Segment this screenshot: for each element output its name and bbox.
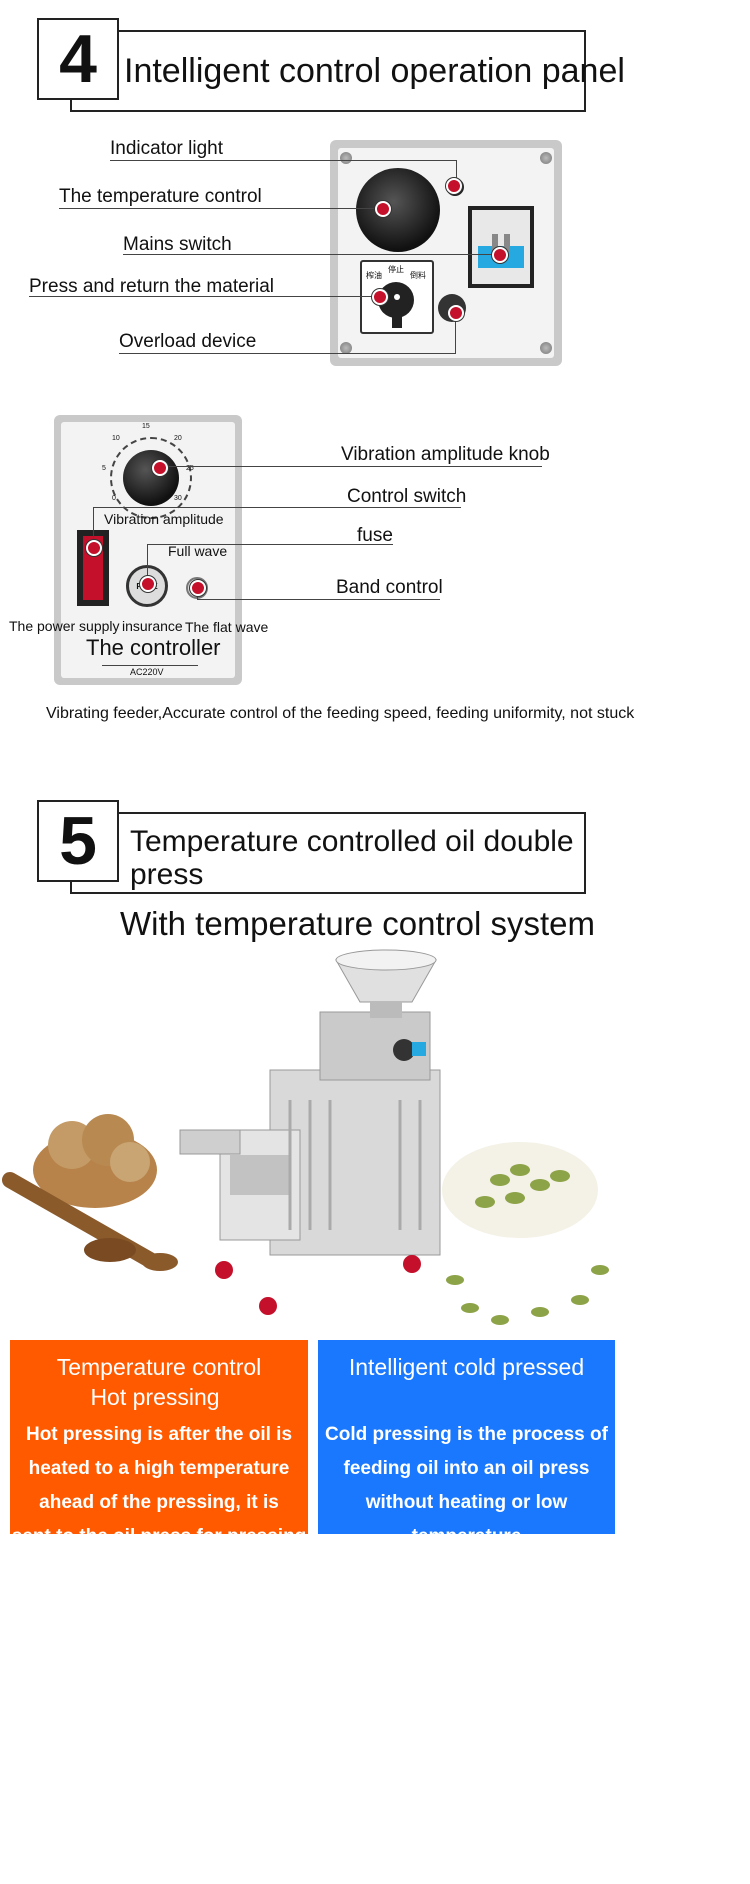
oil-press-machine-image xyxy=(2,949,609,1325)
power-supply-text: The power supply xyxy=(9,618,120,634)
dial-tick-15: 15 xyxy=(142,423,150,430)
dial-tick-25: 25 xyxy=(186,465,194,472)
controller-title: The controller xyxy=(86,635,221,660)
band-marker-icon xyxy=(190,580,206,596)
section-5-title-frame xyxy=(70,812,586,894)
hot-pressing-box: Temperature control Hot pressing Hot pre… xyxy=(10,1340,308,1547)
leader-line xyxy=(93,507,94,543)
hot-box-line: heated to a high temperature xyxy=(28,1458,290,1479)
label-mains-switch: Mains switch xyxy=(123,234,232,255)
feeder-caption: Vibrating feeder,Accurate control of the… xyxy=(46,705,635,722)
control-switch-marker-icon xyxy=(86,540,102,556)
label-vibration-knob: Vibration amplitude knob xyxy=(341,444,550,465)
dial-tick-10: 10 xyxy=(112,435,120,442)
full-wave-text: Full wave xyxy=(168,543,228,559)
temperature-marker-icon xyxy=(375,201,391,217)
cold-box-title: Intelligent cold pressed xyxy=(348,1354,585,1380)
section-4-title-frame xyxy=(70,30,586,112)
cold-box-line: without heating or low temperature xyxy=(365,1492,568,1547)
press-return-switch[interactable]: 榨油 停止 倒料 xyxy=(360,260,434,334)
leader-line xyxy=(158,466,542,467)
screw-icon xyxy=(340,152,352,164)
fuse-marker-icon xyxy=(140,576,156,592)
leader-line xyxy=(147,544,148,578)
control-panel-1: 榨油 停止 倒料 xyxy=(330,140,562,366)
section-4-number: 4 xyxy=(37,18,119,100)
screw-icon xyxy=(540,342,552,354)
product-illustration xyxy=(0,940,630,1340)
dial-tick-5: 5 xyxy=(102,465,106,472)
label-press-return: Press and return the material xyxy=(29,276,275,297)
temperature-knob[interactable] xyxy=(356,168,440,252)
dial-tick-0: 0 xyxy=(112,495,116,502)
leader-line xyxy=(123,254,499,255)
overload-marker-icon xyxy=(448,305,464,321)
label-indicator-light: Indicator light xyxy=(110,138,224,159)
cold-box-line: feeding oil into an oil press xyxy=(343,1458,590,1479)
voltage-rule xyxy=(102,665,198,666)
hot-box-title-line-1: Temperature control xyxy=(56,1354,262,1380)
leader-line xyxy=(93,507,461,508)
vibration-knob-marker-icon xyxy=(152,460,168,476)
hot-box-line: ahead of the pressing, it is xyxy=(39,1492,279,1513)
flat-wave-text: The flat wave xyxy=(185,619,269,635)
switch-label-stop: 停止 xyxy=(388,265,404,274)
cold-box-line: Cold pressing is the process of xyxy=(325,1424,608,1445)
mains-switch[interactable] xyxy=(468,206,534,288)
insurance-text: insurance xyxy=(122,618,183,634)
label-band-control: Band control xyxy=(336,577,443,598)
hot-box-line: sent to the oil press for pressing xyxy=(11,1526,307,1547)
switch-label-press: 榨油 xyxy=(366,271,382,280)
label-control-switch: Control switch xyxy=(347,486,467,507)
section-5-title-line-1: Temperature controlled oil double xyxy=(130,825,574,858)
voltage-label: AC220V xyxy=(130,667,164,677)
cold-pressing-box: Intelligent cold pressed Cold pressing i… xyxy=(318,1340,615,1581)
leader-line xyxy=(29,296,379,297)
vibration-amplitude-text: Vibration amplitude xyxy=(104,511,224,527)
label-fuse: fuse xyxy=(357,525,393,546)
mains-marker-icon xyxy=(492,247,508,263)
section-4-title: Intelligent control operation panel xyxy=(124,52,625,90)
section-5-title-line-2: press xyxy=(130,858,204,891)
screw-icon xyxy=(340,342,352,354)
leader-line xyxy=(455,314,456,354)
label-temperature-control: The temperature control xyxy=(59,186,262,207)
leader-line xyxy=(119,353,455,354)
leader-line xyxy=(110,160,456,161)
press-return-marker-icon xyxy=(372,289,388,305)
dial-tick-30: 30 xyxy=(174,495,182,502)
dial-tick-20: 20 xyxy=(174,435,182,442)
screw-icon xyxy=(540,152,552,164)
switch-label-return: 倒料 xyxy=(410,271,426,280)
hot-box-title-line-2: Hot pressing xyxy=(90,1384,220,1410)
temperature-system-heading: With temperature control system xyxy=(120,905,595,942)
hot-box-line: Hot pressing is after the oil is xyxy=(25,1424,293,1445)
vibration-amplitude-knob[interactable] xyxy=(110,437,192,519)
leader-line xyxy=(456,160,457,180)
leader-line xyxy=(197,599,440,600)
leader-line xyxy=(59,208,383,209)
leader-line xyxy=(147,544,393,545)
section-5-number: 5 xyxy=(37,800,119,882)
label-overload-device: Overload device xyxy=(119,331,257,352)
cold-box-line: before oil pressing xyxy=(381,1560,552,1581)
indicator-marker-icon xyxy=(446,178,462,194)
